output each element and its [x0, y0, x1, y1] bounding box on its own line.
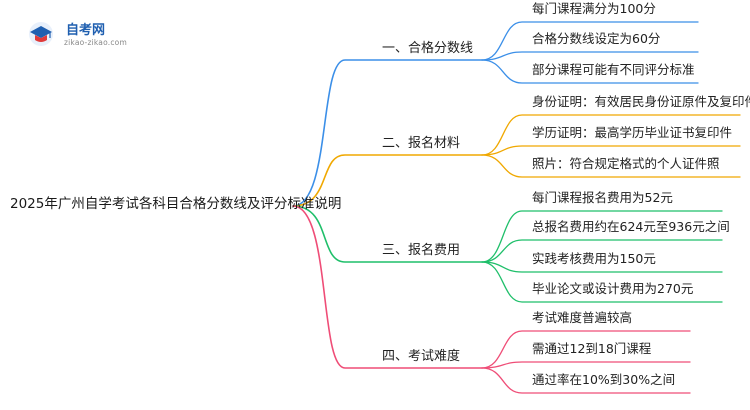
leaf-connector	[481, 154, 741, 178]
graduation-cap-icon	[29, 22, 53, 46]
leaf-label: 考试难度普遍较高	[532, 310, 633, 325]
leaf-connector	[481, 239, 723, 263]
leaf-label: 部分课程可能有不同评分标准	[532, 62, 695, 77]
leaf-label: 每门课程满分为100分	[532, 1, 656, 16]
branch-connector	[292, 154, 483, 207]
leaf-label: 学历证明：最高学历毕业证书复印件	[532, 125, 733, 140]
leaf-connector	[481, 210, 723, 263]
leaf-label: 总报名费用约在624元至936元之间	[532, 219, 730, 234]
leaf-connector	[481, 59, 699, 84]
leaf-label: 通过率在10%到30%之间	[532, 372, 676, 387]
connectors	[292, 21, 741, 394]
branch-label: 二、报名材料	[382, 136, 461, 151]
leaf-connector	[481, 21, 699, 61]
leaf-label: 身份证明：有效居民身份证原件及复印件	[532, 94, 750, 109]
leaf-label: 每门课程报名费用为52元	[532, 190, 673, 205]
branch-connector	[292, 205, 483, 263]
leaf-connector	[481, 367, 691, 394]
logo-url: zikao-zikao.com	[64, 38, 127, 47]
leaf-label: 毕业论文或设计费用为270元	[532, 281, 694, 296]
leaf-connector	[481, 114, 741, 156]
root-topic: 2025年广州自学考试各科目合格分数线及评分标准说明	[10, 196, 342, 212]
leaf-connector	[481, 145, 741, 156]
site-logo: 自考网 zikao-zikao.com	[26, 16, 146, 56]
leaf-label: 实践考核费用为150元	[532, 251, 656, 266]
leaf-label: 需通过12到18门课程	[532, 341, 652, 356]
leaf-label: 照片：符合规定格式的个人证件照	[532, 156, 720, 171]
branch-label: 一、合格分数线	[382, 41, 474, 56]
leaf-connector	[481, 261, 723, 273]
leaf-label: 合格分数线设定为60分	[532, 31, 661, 46]
branch-connector	[292, 205, 483, 369]
branch-label: 四、考试难度	[382, 349, 461, 364]
logo-title: 自考网	[66, 23, 106, 38]
leaf-connector	[481, 330, 691, 369]
branch-label: 三、报名费用	[382, 243, 461, 258]
leaf-connector	[481, 361, 691, 369]
branch-connector	[292, 59, 483, 207]
leaf-connector	[481, 51, 699, 61]
leaf-connector	[481, 261, 723, 303]
